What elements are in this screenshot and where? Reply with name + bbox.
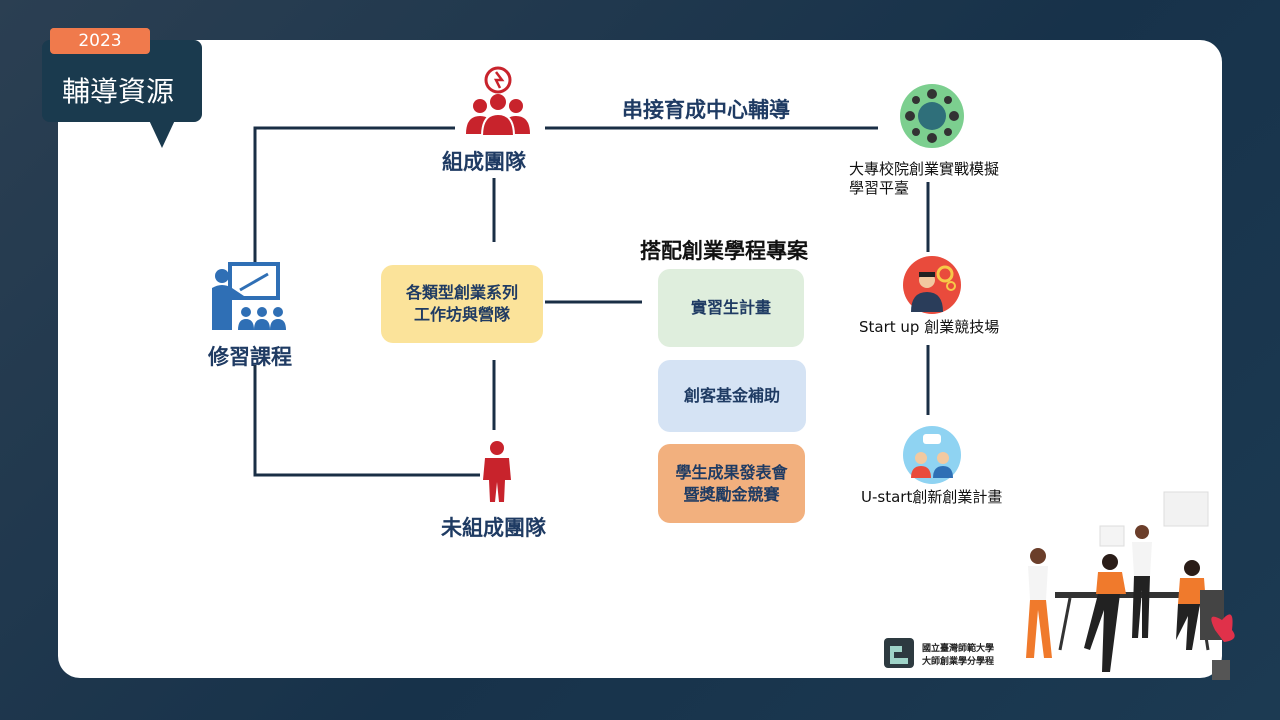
roundtable-icon <box>900 84 964 148</box>
resource-startup-label: Start up 創業競技場 <box>859 318 1000 336</box>
line-course-to-noteam <box>253 365 480 477</box>
team-not-formed-label: 未組成團隊 <box>441 516 546 540</box>
program-line1: 創客基金補助 <box>683 386 780 405</box>
resource-line2: 學習平臺 <box>849 179 910 197</box>
program-internship-box: 實習生計畫 <box>658 269 804 347</box>
line-course-to-team <box>253 126 455 265</box>
team-working-illustration <box>1026 491 1235 680</box>
workshop-box: 各類型創業系列工作坊與營隊 <box>381 265 543 343</box>
incubation-link-label: 串接育成中心輔導 <box>622 98 790 122</box>
logo-line2: 大師創業學分學程 <box>922 657 995 667</box>
workshop-line2: 工作坊與營隊 <box>413 305 510 324</box>
program-line1: 實習生計畫 <box>690 298 771 317</box>
workshop-line1: 各類型創業系列 <box>405 283 518 302</box>
chat-people-icon <box>903 426 961 484</box>
content-card <box>58 40 1222 678</box>
title-badge-tail-front <box>148 118 176 148</box>
program-showcase-box: 學生成果發表會暨獎勵金競賽 <box>658 444 805 523</box>
lightbulb-team-icon <box>466 66 530 137</box>
team-formed-label: 組成團隊 <box>442 150 526 174</box>
teacher-presentation-icon <box>212 262 286 330</box>
program-maker-fund-box: 創客基金補助 <box>658 360 806 432</box>
businessman-gears-icon <box>903 256 961 314</box>
single-person-icon <box>483 441 511 502</box>
program-heading: 搭配創業學程專案 <box>640 239 808 263</box>
badge-title: 輔導資源 <box>62 75 175 108</box>
resource-line1: 大專校院創業實戰模擬 <box>849 160 1000 178</box>
university-logo-icon <box>884 638 914 668</box>
resource-ustart-label: U-start創新創業計畫 <box>861 488 1003 506</box>
course-label: 修習課程 <box>208 345 292 369</box>
year-tag-front: 2023 <box>50 28 150 54</box>
program-line2: 暨獎勵金競賽 <box>683 484 780 504</box>
program-line1: 學生成果發表會 <box>675 462 788 482</box>
logo-line1: 國立臺灣師範大學 <box>922 644 995 654</box>
